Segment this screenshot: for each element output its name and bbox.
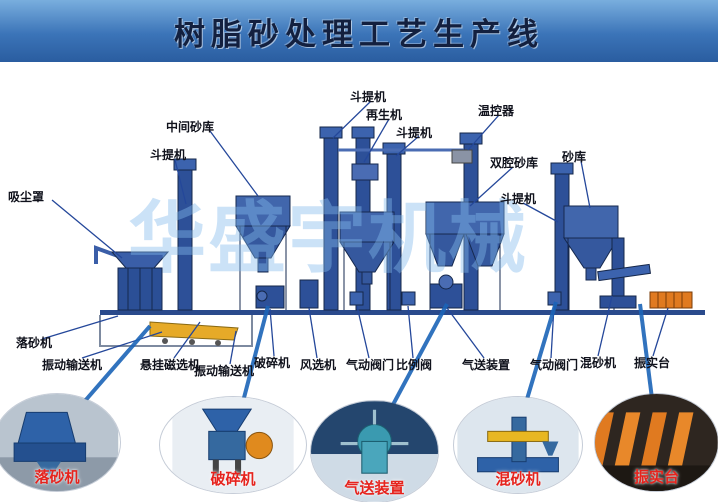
floor-machines [255,237,693,309]
label-temperature-controller: 温控器 [478,104,515,118]
title-banner: 树脂砂处理工艺生产线 [0,0,718,62]
oval-label-pneumatic-conveyor: 气送装置 [344,480,405,497]
compaction-table-photo [595,394,718,491]
label-regenerator: 再生机 [366,108,403,122]
label-pneumatic-conveyor: 气送装置 [462,358,511,372]
label-pneumatic-valve-2: 气动阀门 [530,358,579,372]
pit-conveyor-shape [149,321,239,346]
label-double-chamber-sand-silo: 双腔砂库 [490,156,539,170]
label-compaction-table: 振实台 [634,356,671,370]
photo-oval-compaction-table: 振实台 [595,394,718,491]
photo-oval-sand-mixer: 混砂机 [454,397,582,493]
sand-silos [235,195,619,310]
shakeout-machine-shape [94,245,170,311]
oval-label-sand-mixer: 混砂机 [495,471,541,488]
label-vibrating-conveyor-2: 振动输送机 [194,364,255,378]
photo-oval-shakeout: 落砂机 [0,394,120,491]
label-intermediate-sand-silo: 中间砂库 [166,120,215,134]
photo-oval-pneumatic-conveyor: 气送装置 [311,401,438,502]
label-bucket-elevator-right: 斗提机 [500,192,537,206]
oval-label-crusher: 破碎机 [210,471,256,488]
label-crusher: 破碎机 [254,356,291,370]
label-shakeout-machine: 落砂机 [16,336,53,350]
photo-oval-crusher: 破碎机 [160,397,306,493]
page-title: 树脂砂处理工艺生产线 [174,16,544,52]
label-sand-mixer: 混砂机 [580,356,617,370]
label-suspended-magnetic-separator: 悬挂磁选机 [140,358,201,372]
leader-lines [41,100,669,365]
label-bucket-elevator-top: 斗提机 [350,90,387,104]
label-dust-hood: 吸尘罩 [8,190,45,204]
crusher-photo [172,397,294,493]
sand-mixer-photo [457,397,579,493]
label-bucket-elevator-left: 斗提机 [150,148,187,162]
label-air-classifier: 风选机 [300,358,337,372]
oval-label-compaction-table: 振实台 [633,469,679,486]
label-sand-silo: 砂库 [562,150,587,164]
label-proportional-valve: 比例阀 [396,358,433,372]
floor-structure [99,310,705,347]
label-bucket-elevator-mid: 斗提机 [396,126,433,140]
oval-label-shakeout: 落砂机 [34,469,80,486]
label-pneumatic-valve-1: 气动阀门 [346,358,395,372]
label-vibrating-conveyor-1: 振动输送机 [42,358,103,372]
top-units [351,149,473,181]
